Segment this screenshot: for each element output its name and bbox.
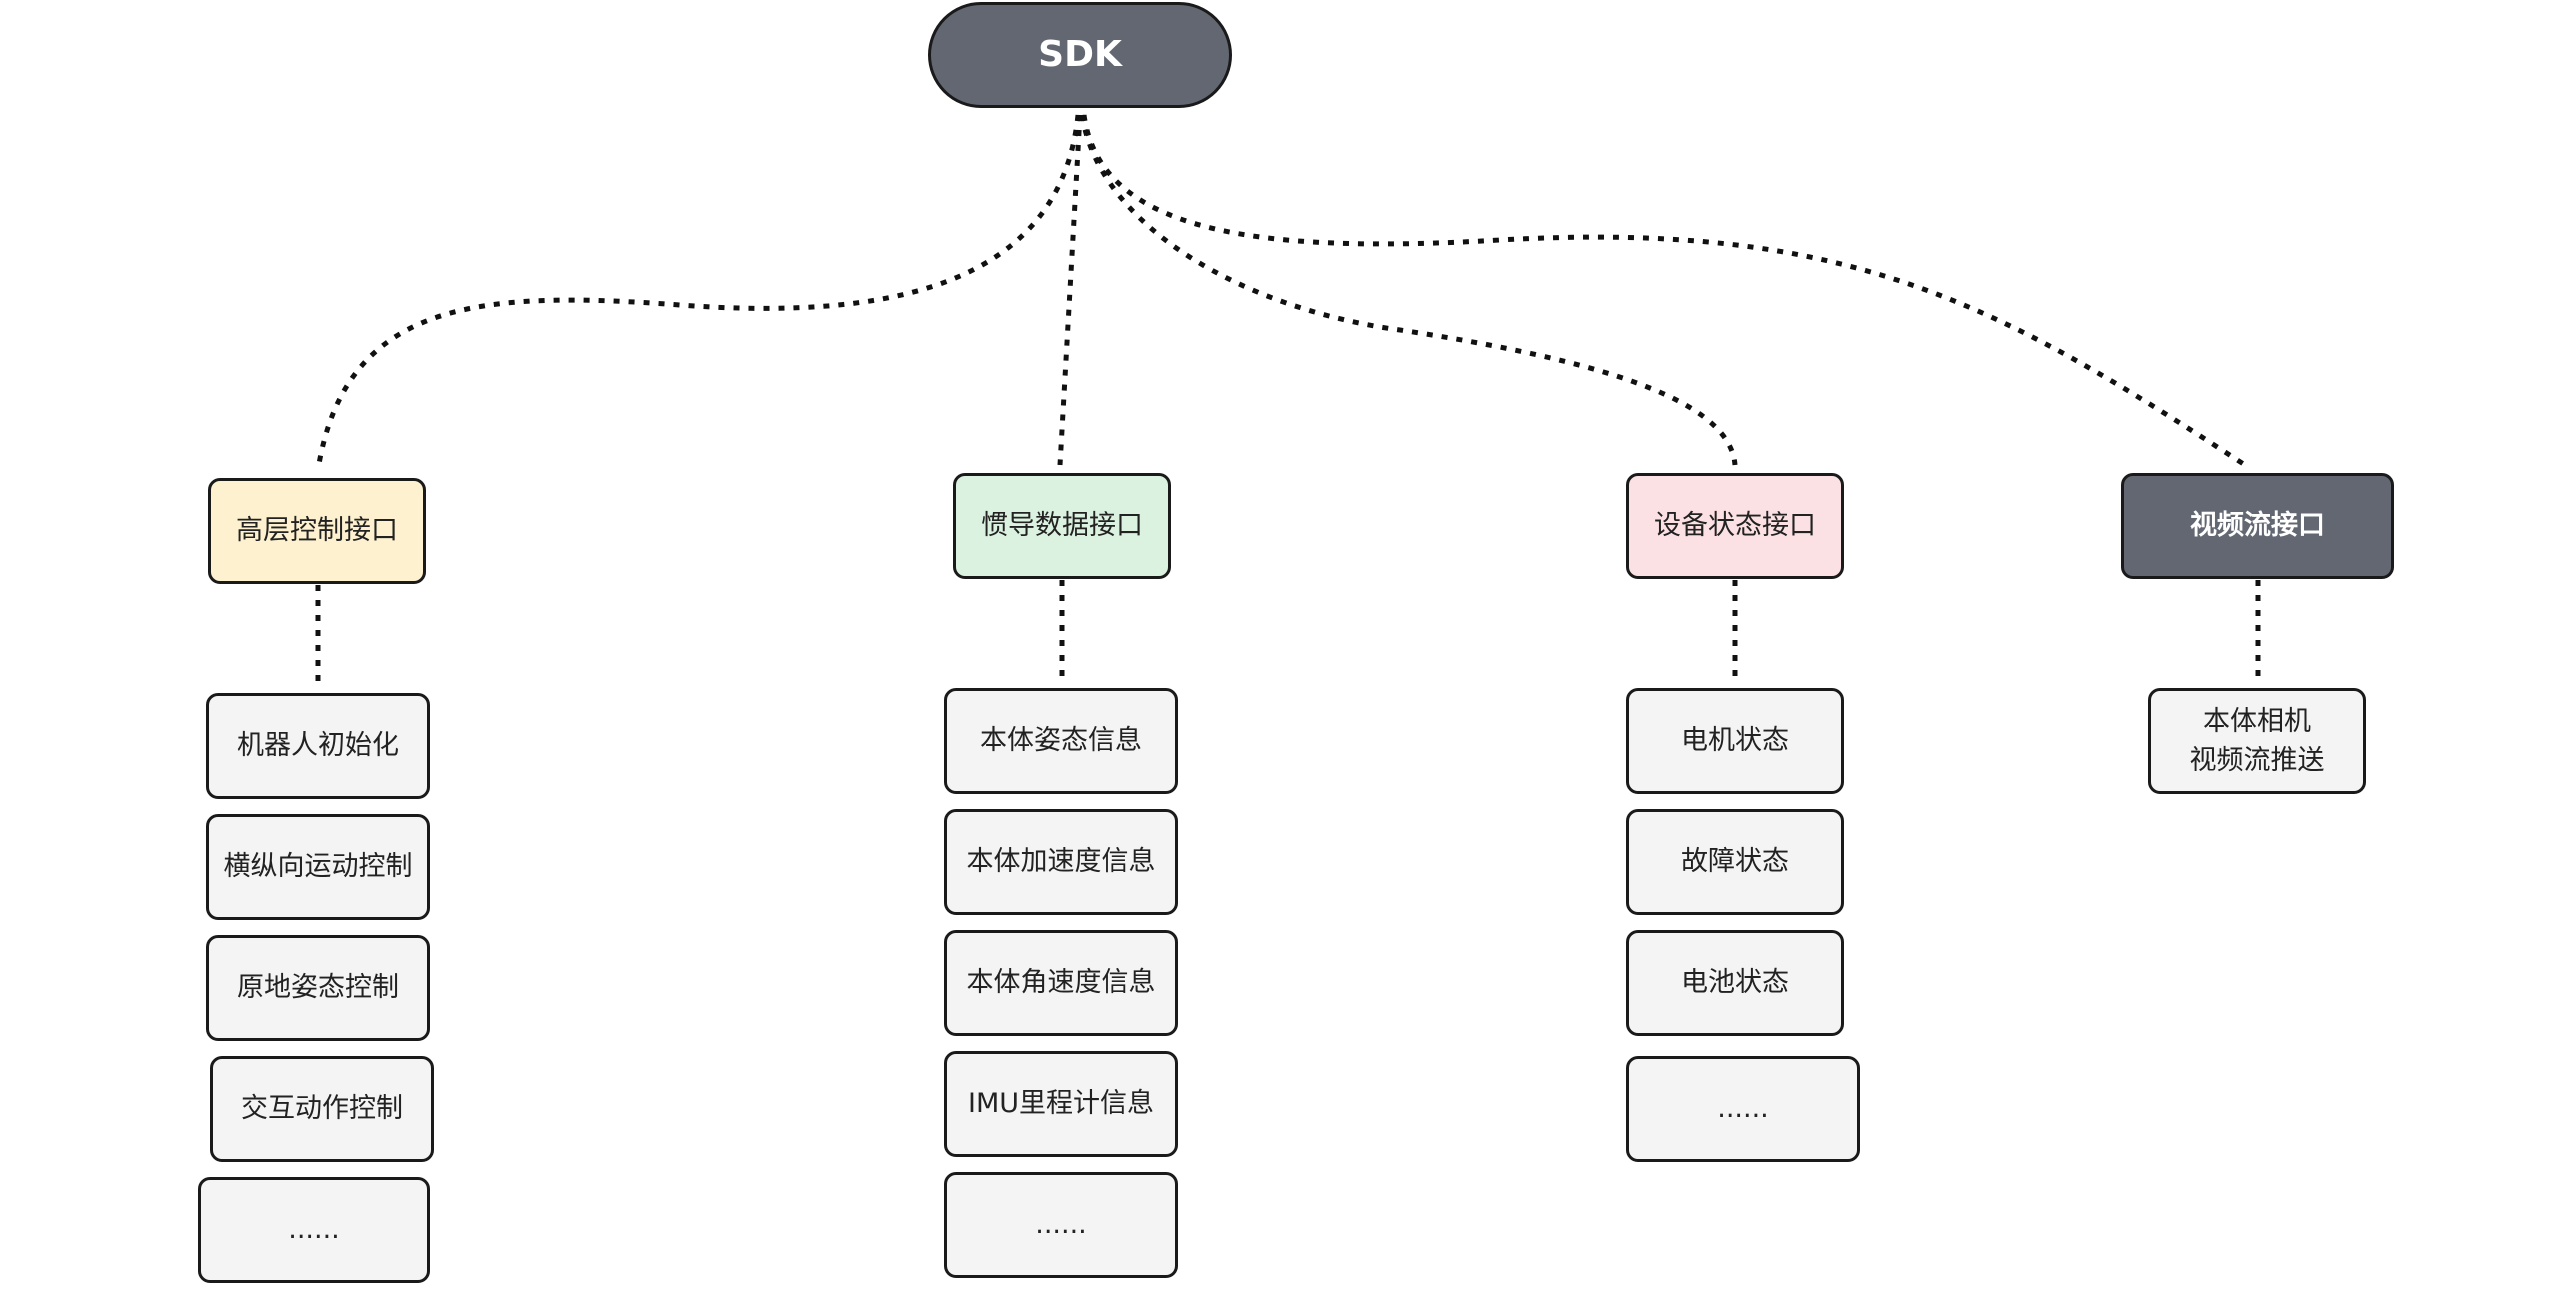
item-more-inertial-data: ......: [944, 1172, 1178, 1278]
category-label: 设备状态接口: [1654, 510, 1816, 542]
item-label: 机器人初始化: [237, 730, 399, 762]
item-label: 本体角速度信息: [966, 967, 1156, 999]
connector-sdk-to-video-stream: [1081, 114, 2247, 468]
item-body-attitude-info: 本体姿态信息: [944, 688, 1178, 794]
sdk-root-node: SDK: [928, 2, 1232, 108]
category-device-status: 设备状态接口: [1626, 473, 1844, 579]
item-more-device-status: ......: [1626, 1056, 1860, 1162]
category-video-stream: 视频流接口: [2121, 473, 2394, 579]
item-body-acceleration-info: 本体加速度信息: [944, 809, 1178, 915]
item-label: 故障状态: [1681, 846, 1789, 878]
item-battery-status: 电池状态: [1626, 930, 1844, 1036]
connector-sdk-to-inertial-data: [1057, 114, 1083, 466]
category-label: 高层控制接口: [236, 515, 398, 547]
item-fault-status: 故障状态: [1626, 809, 1844, 915]
category-inertial-data: 惯导数据接口: [953, 473, 1171, 579]
item-label: 电池状态: [1681, 967, 1789, 999]
item-longitudinal-lateral-motion-control: 横纵向运动控制: [206, 814, 430, 920]
item-label: 横纵向运动控制: [223, 851, 413, 883]
item-motor-status: 电机状态: [1626, 688, 1844, 794]
connector-sdk-to-high-level-control: [315, 114, 1081, 471]
category-label: 视频流接口: [2190, 510, 2325, 542]
category-high-level-control: 高层控制接口: [208, 478, 426, 584]
item-body-angular-velocity-info: 本体角速度信息: [944, 930, 1178, 1036]
item-label: 电机状态: [1681, 725, 1789, 757]
item-label: ......: [288, 1214, 340, 1246]
item-interactive-action-control: 交互动作控制: [210, 1056, 434, 1162]
sdk-root-label: SDK: [1038, 33, 1122, 75]
item-label: ......: [1717, 1093, 1769, 1125]
item-label: 本体加速度信息: [966, 846, 1156, 878]
item-more-high-level-control: ......: [198, 1177, 430, 1283]
item-robot-initialization: 机器人初始化: [206, 693, 430, 799]
item-imu-odometry-info: IMU里程计信息: [944, 1051, 1178, 1157]
item-label: ......: [1035, 1209, 1087, 1241]
category-label: 惯导数据接口: [981, 510, 1143, 542]
item-label: 原地姿态控制: [237, 972, 399, 1004]
item-body-camera-video-stream-push: 本体相机 视频流推送: [2148, 688, 2366, 794]
item-label: 交互动作控制: [241, 1093, 403, 1125]
item-label: IMU里程计信息: [967, 1088, 1155, 1120]
item-in-place-posture-control: 原地姿态控制: [206, 935, 430, 1041]
connector-sdk-to-device-status: [1079, 114, 1738, 466]
item-label: 本体相机 视频流推送: [2189, 705, 2325, 776]
item-label: 本体姿态信息: [980, 725, 1142, 757]
